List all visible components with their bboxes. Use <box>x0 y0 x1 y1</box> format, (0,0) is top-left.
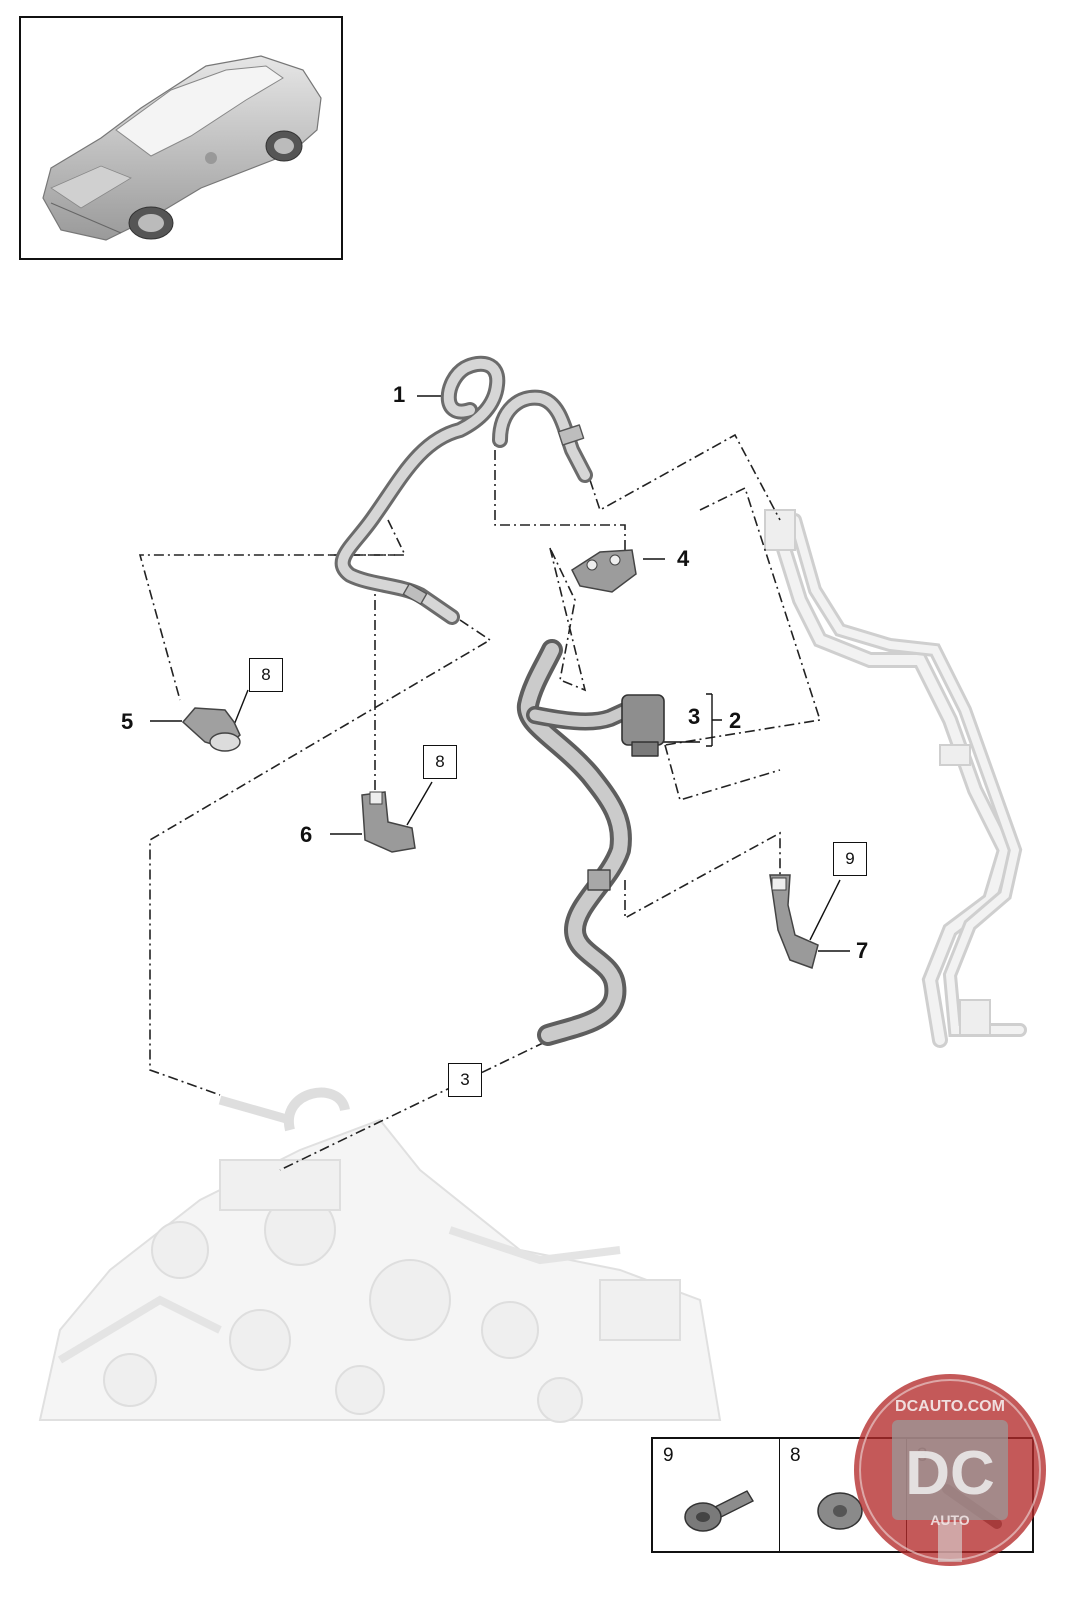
part-4-pipe-clip <box>571 549 637 593</box>
boxed-ref-3: 3 <box>448 1063 482 1097</box>
engine-block-illustration <box>38 1087 722 1423</box>
dcauto-watermark-logo: DC DCAUTO.COM AUTO <box>852 1372 1048 1568</box>
callout-1: 1 <box>393 382 406 407</box>
coolant-pipe-assembly-background <box>764 509 1027 1048</box>
callout-5: 5 <box>121 709 134 734</box>
legend-number: 8 <box>790 1445 801 1466</box>
svg-text:DC: DC <box>905 1439 995 1508</box>
callout-2: 2 <box>729 708 742 733</box>
callout-7: 7 <box>856 938 869 963</box>
part-5-bracket <box>181 707 241 752</box>
part-6-bracket <box>361 791 416 853</box>
callout-6: 6 <box>300 822 313 847</box>
callout-4: 4 <box>677 546 690 571</box>
dash-dot-leader-lines <box>138 430 822 1171</box>
boxed-ref-8-lower: 8 <box>423 745 457 779</box>
bolt-icon <box>684 1490 754 1532</box>
part-3-coolant-pipe <box>516 639 665 1046</box>
legend-cell-9: 9 <box>653 1439 780 1551</box>
callout-3: 3 <box>688 704 701 729</box>
car-illustration <box>42 55 322 241</box>
part-1-coolant-pipe <box>334 355 593 625</box>
clip-nut-icon <box>817 1492 863 1530</box>
part-7-bracket <box>769 874 819 969</box>
boxed-ref-8-upper: 8 <box>249 658 283 692</box>
boxed-ref-9: 9 <box>833 842 867 876</box>
watermark-sub-text: AUTO <box>930 1512 970 1528</box>
legend-number: 9 <box>663 1445 674 1466</box>
dcauto-logo-icon: DC <box>854 1374 1046 1566</box>
watermark-brand-text: DCAUTO.COM <box>895 1398 1005 1415</box>
vehicle-thumbnail-frame <box>19 16 343 260</box>
